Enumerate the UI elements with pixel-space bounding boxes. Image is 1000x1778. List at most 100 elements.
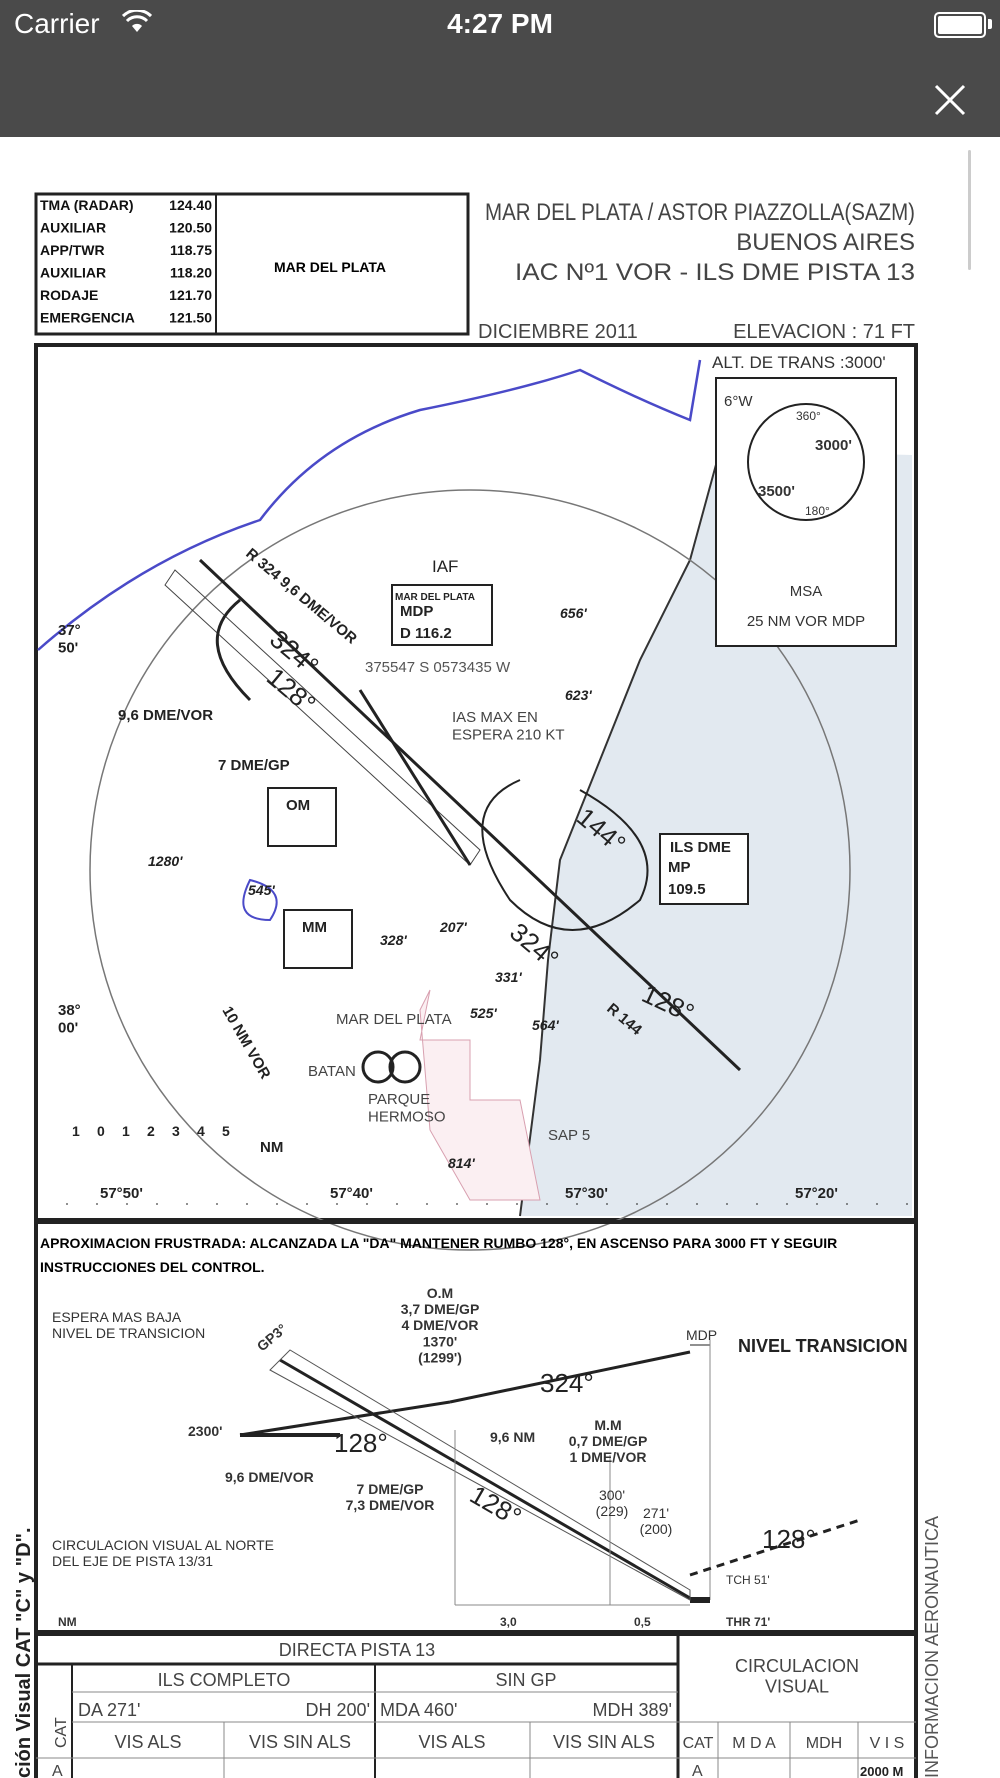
circ-header-text: CIRCULACION: [735, 1656, 859, 1676]
directa-header: DIRECTA PISTA 13: [279, 1640, 435, 1660]
gp-label: GP3°: [254, 1320, 290, 1354]
vor-coords: 375547 S 0573435 W: [365, 659, 511, 676]
obstacle-elevation: 525': [470, 1005, 497, 1021]
text-line: 7,3 DME/VOR: [346, 1497, 435, 1513]
nm-96: 9,6 NM: [490, 1429, 535, 1445]
mm-profile-text: M.M: [594, 1417, 621, 1433]
chart-date: DICIEMBRE 2011: [478, 321, 638, 343]
ils-title: ILS DME: [670, 839, 731, 856]
c-mdh: MDH: [806, 1735, 842, 1752]
longitude-label: 57°20': [795, 1185, 838, 1202]
plan-view: 6°W 360° 3000' 3500' 180° MSA 25 NM VOR …: [34, 343, 918, 1251]
longitude-label: 57°40': [330, 1185, 373, 1202]
box-label: MAR DEL PLATA: [274, 259, 386, 275]
profile-128a: 128°: [334, 1428, 388, 1458]
freq-name: APP/TWR: [40, 242, 105, 258]
obstacle-elevation: 656': [560, 605, 587, 621]
freq-value: 121.50: [169, 310, 212, 326]
alt-300: 300'(229): [596, 1487, 629, 1519]
text-line: 4 DME/VOR: [401, 1317, 478, 1333]
dme96-label: 9,6 DME/VOR: [118, 707, 213, 724]
minima-table: DIRECTA PISTA 13 CAT ILS COMPLETO SIN GP…: [34, 1632, 918, 1778]
msa-alt-2: 3500': [758, 483, 795, 500]
text-line: (229): [596, 1503, 629, 1519]
text-line: NIVEL DE TRANSICION: [52, 1325, 205, 1341]
obstacle-elevation: 331': [495, 969, 522, 985]
lat-label-2: 38°00': [58, 1002, 81, 1036]
c-mda: M D A: [732, 1735, 776, 1752]
obstacle-elevation: 623': [565, 687, 592, 703]
vis-sin-1: VIS SIN ALS: [249, 1732, 351, 1752]
thr-label: THR 71': [726, 1615, 770, 1629]
cat-header: CAT: [53, 1717, 70, 1748]
freq-name: AUXILIAR: [40, 220, 106, 236]
scale-unit: NM: [260, 1139, 283, 1156]
c-cat: CAT: [683, 1735, 714, 1752]
obstacle-elevation: 545': [248, 882, 275, 898]
alt-300-text: 300': [599, 1487, 625, 1503]
obstacle-elevation: 207': [439, 919, 467, 935]
obstacle-elevation: 564': [532, 1017, 559, 1033]
trans-alt: ALT. DE TRANS :3000': [712, 353, 886, 372]
scale-tick-label: 5: [222, 1123, 230, 1139]
da-value: DA 271': [78, 1700, 140, 1720]
side-right: INFORMACION AERONAUTICA: [922, 1516, 942, 1778]
scroll-indicator[interactable]: [968, 150, 971, 270]
text-line: HERMOSO: [368, 1108, 446, 1125]
freq-name: AUXILIAR: [40, 265, 106, 281]
freq-value: 121.70: [169, 287, 212, 303]
text-line: (1299'): [418, 1349, 462, 1365]
row-a-circ: A: [692, 1763, 703, 1778]
scale-tick-label: 2: [147, 1123, 155, 1139]
dist-05: 0,5: [634, 1615, 651, 1629]
text-line: 1 DME/VOR: [569, 1449, 646, 1465]
scale-tick-label: 1: [122, 1123, 130, 1139]
msa-variation: 6°W: [724, 393, 753, 410]
text-line: VISUAL: [765, 1677, 829, 1697]
msa-sub: 25 NM VOR MDP: [747, 613, 865, 630]
alt-271-text: 271': [643, 1505, 669, 1521]
text-line: 1370': [423, 1333, 457, 1349]
text-line: DEL EJE DE PISTA 13/31: [52, 1553, 213, 1569]
ils-freq: 109.5: [668, 881, 706, 898]
gp7-label: 7 DME/GP: [218, 757, 290, 774]
row-a: A: [52, 1763, 63, 1778]
msa-radial-2: 180°: [805, 504, 830, 518]
freq-value: 118.20: [170, 265, 212, 281]
tch-label: TCH 51': [726, 1573, 770, 1587]
lat-text-2: 38°: [58, 1002, 81, 1019]
profile-128c: 128°: [762, 1524, 816, 1554]
batan-label: BATAN: [308, 1063, 356, 1080]
alt-2300: 2300': [188, 1423, 222, 1439]
ils-header: ILS COMPLETO: [158, 1670, 291, 1690]
mda-value: MDA 460': [380, 1700, 457, 1720]
obstacle-elevation: 814': [448, 1155, 475, 1171]
obstacle-elevation: 1280': [148, 853, 183, 869]
espera-text: ESPERA MAS BAJA: [52, 1309, 182, 1325]
scale-tick-label: 0: [97, 1123, 105, 1139]
ias-text: IAS MAX EN: [452, 709, 538, 726]
scale-tick-label: 4: [197, 1123, 205, 1139]
text-line: 3,7 DME/GP: [401, 1301, 480, 1317]
freq-name: EMERGENCIA: [40, 310, 135, 326]
scale-tick-label: 3: [172, 1123, 180, 1139]
profile-128b: 128°: [465, 1479, 527, 1532]
vor-freq: D 116.2: [400, 625, 452, 642]
navigation-bar: Carrier 4:27 PM: [0, 0, 1000, 137]
vor-id: MDP: [400, 603, 433, 620]
text-line: 0,7 DME/GP: [569, 1433, 648, 1449]
freq-value: 124.40: [169, 197, 212, 213]
scale-tick-label: 1: [72, 1123, 80, 1139]
status-bar: Carrier 4:27 PM: [0, 0, 1000, 50]
row-a-vis: 2000 M: [860, 1764, 903, 1778]
c-vis: V I S: [870, 1735, 905, 1752]
close-icon[interactable]: [932, 82, 968, 118]
